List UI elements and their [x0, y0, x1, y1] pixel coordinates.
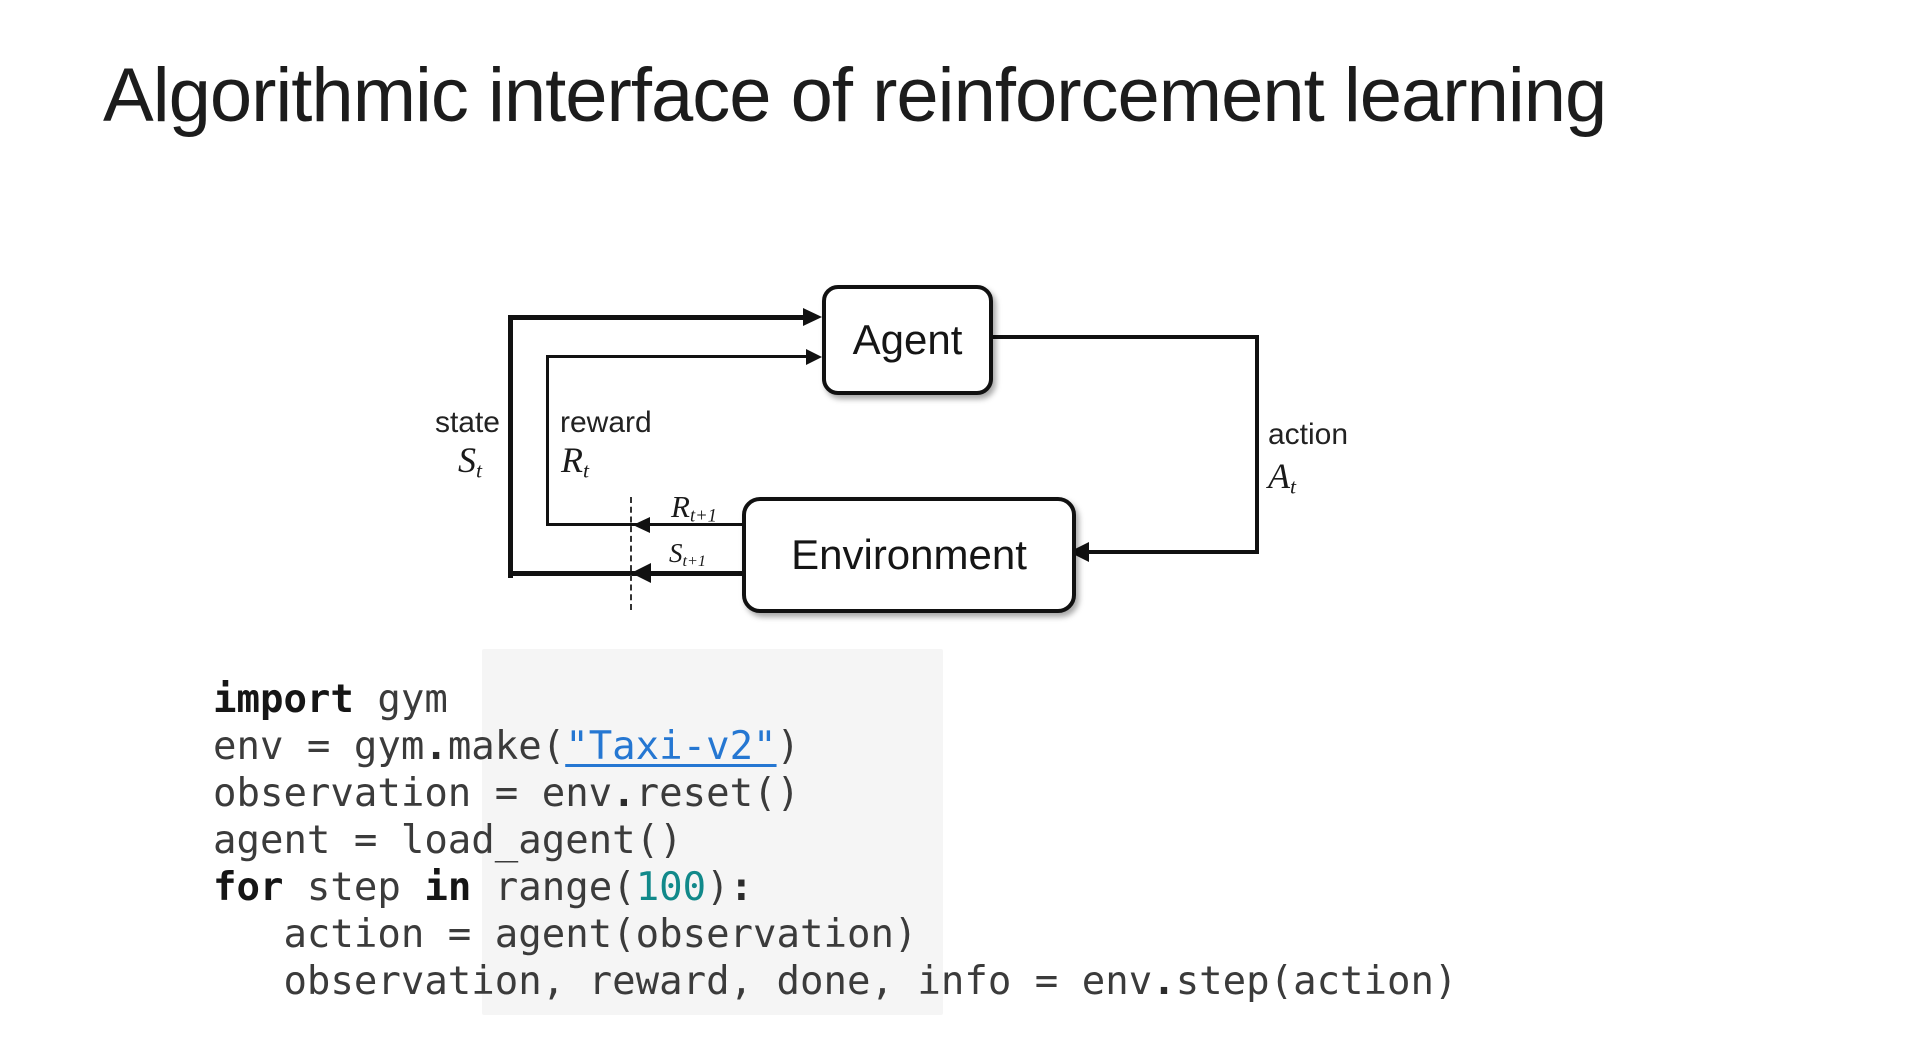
code-token: ): [776, 724, 801, 769]
action-symbol: At: [1268, 456, 1296, 499]
state-arrowhead-icon: [803, 308, 822, 326]
code-token: agent = load_agent(): [213, 818, 683, 863]
code-token: range(: [471, 865, 636, 910]
slide-title: Algorithmic interface of reinforcement l…: [103, 53, 1607, 138]
action-edge-label: action: [1268, 418, 1349, 451]
code-token: observation = env: [213, 771, 613, 816]
reward-next-arrowhead-icon: [633, 517, 650, 533]
code-line: observation, reward, done, info = env.st…: [213, 958, 1457, 1005]
state-line-bottom: [508, 571, 742, 576]
code-line: for step in range(100):: [213, 864, 1457, 911]
state-line-vertical: [508, 315, 513, 578]
reward-next-symbol: Rt+1: [671, 489, 717, 527]
code-token: .: [424, 724, 448, 769]
code-token: import: [213, 677, 354, 722]
code-token: ): [706, 865, 730, 910]
code-token: .: [1152, 959, 1176, 1004]
code-token: reset(): [635, 771, 801, 816]
code-line: action = agent(observation): [213, 911, 1457, 958]
code-line: import gym: [213, 676, 1457, 723]
action-line-bottom: [1079, 550, 1259, 554]
reward-line-top: [546, 355, 807, 358]
action-line-top: [985, 335, 1259, 339]
code-background: [482, 649, 943, 1015]
code-token: make(: [447, 724, 566, 769]
timestep-dashed-line: [630, 497, 632, 610]
code-token: step(action): [1175, 959, 1458, 1004]
agent-node-label: Agent: [852, 316, 963, 363]
reward-edge-label: reward: [560, 406, 652, 439]
state-next-symbol: St+1: [669, 538, 707, 571]
code-line: observation = env.reset(): [213, 770, 1457, 817]
reward-line-vertical: [546, 355, 549, 526]
code-token: env = gym: [213, 724, 425, 769]
action-line-vertical: [1255, 335, 1259, 554]
state-line-top: [508, 315, 804, 320]
state-next-arrowhead-icon: [631, 563, 651, 583]
code-token: :: [729, 865, 754, 910]
environment-node: Environment: [742, 497, 1076, 613]
reward-symbol: Rt: [561, 440, 589, 483]
code-token: 100: [635, 865, 707, 910]
code-token: in: [424, 865, 472, 910]
code-line: agent = load_agent(): [213, 817, 1457, 864]
code-token: observation, reward, done, info = env: [213, 959, 1153, 1004]
code-token: action = agent(observation): [213, 912, 918, 957]
code-token: for: [213, 865, 284, 910]
code-line: env = gym.make("Taxi-v2"): [213, 723, 1457, 770]
code-token: step: [283, 865, 425, 910]
reward-arrowhead-icon: [806, 349, 822, 365]
code-token: .: [612, 771, 636, 816]
code-env-link[interactable]: "Taxi-v2": [565, 724, 777, 769]
code-token: gym: [353, 677, 448, 722]
state-symbol: St: [458, 440, 482, 483]
state-edge-label: state: [434, 406, 500, 439]
environment-node-label: Environment: [791, 531, 1027, 578]
agent-node: Agent: [822, 285, 993, 395]
